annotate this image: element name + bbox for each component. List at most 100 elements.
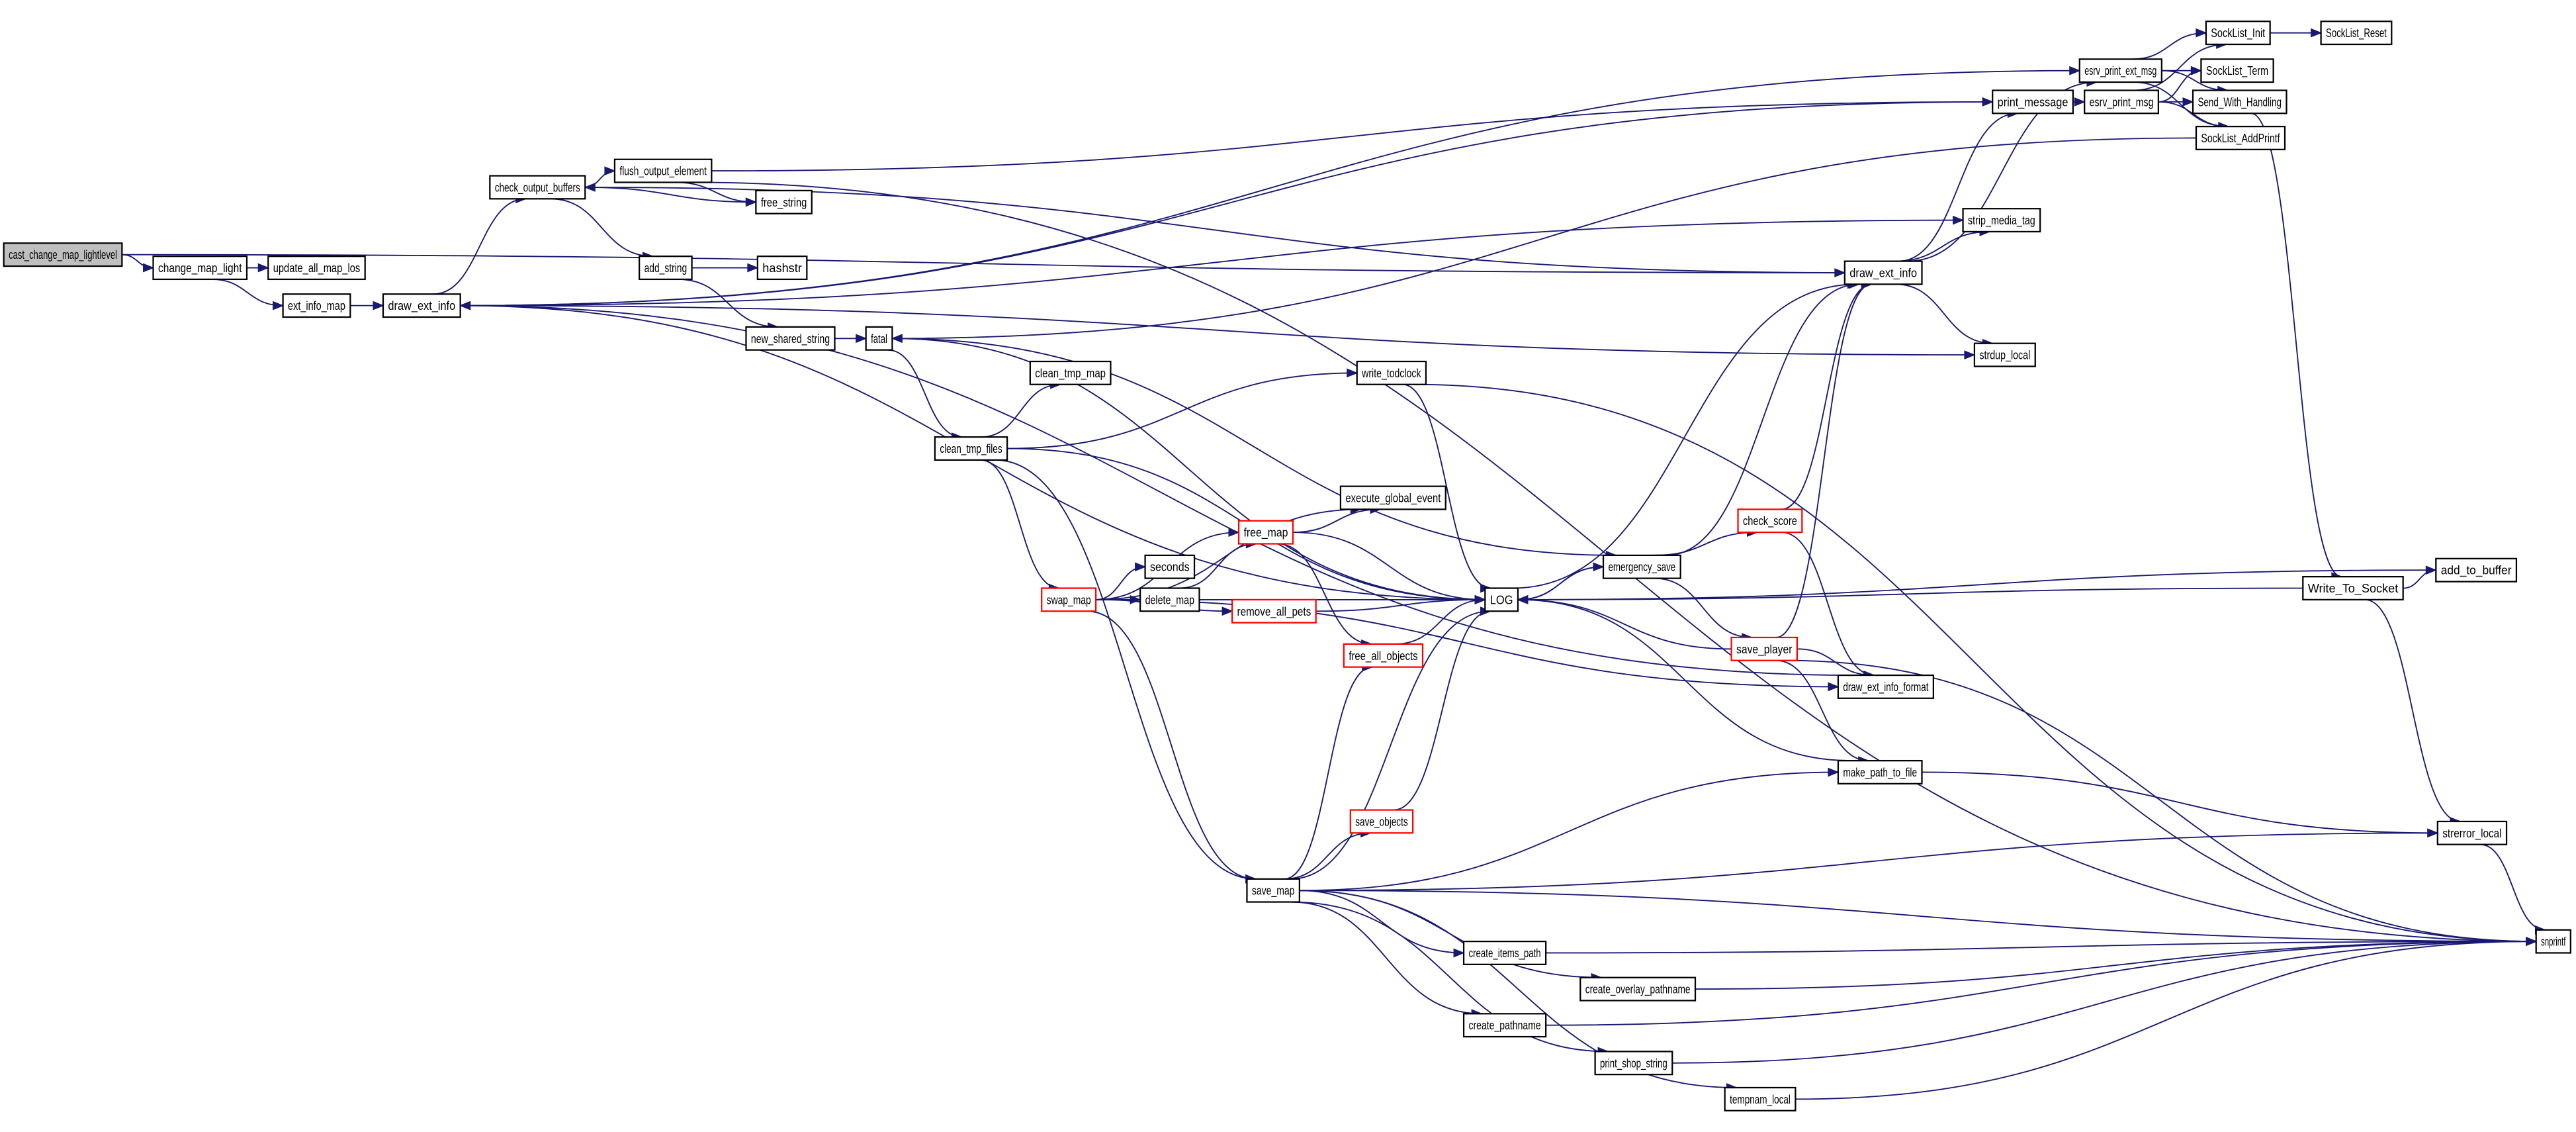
node-socklist-init[interactable]: SockList_Init bbox=[2205, 21, 2271, 46]
node-label: write_todclock bbox=[1361, 366, 1421, 381]
node-create-overlay-pathname[interactable]: create_overlay_pathname bbox=[1579, 976, 1697, 1002]
edge-write_todclock-to-LOG bbox=[1402, 383, 1491, 589]
node-strerror-local[interactable]: strerror_local bbox=[2436, 820, 2508, 845]
node-flush-output-element[interactable]: flush_output_element bbox=[613, 158, 713, 183]
node-label: create_overlay_pathname bbox=[1585, 982, 1691, 997]
node-label: update_all_map_los bbox=[273, 261, 361, 275]
node-box bbox=[1843, 260, 1923, 285]
node-label: clean_tmp_map bbox=[1035, 366, 1106, 381]
node-hashstr[interactable]: hashstr bbox=[756, 256, 808, 281]
edge-free_map-to-execute_global_event bbox=[1292, 508, 1381, 534]
edge-add_string-to-new_shared_string bbox=[678, 278, 778, 328]
node-socklist-addprintf[interactable]: SockList_AddPrintf bbox=[2195, 125, 2286, 150]
node-send-with-handling[interactable]: Send_With_Handling bbox=[2192, 89, 2287, 115]
node-draw-ext-info-r[interactable]: draw_ext_info bbox=[1843, 260, 1923, 285]
node-box bbox=[756, 256, 808, 281]
arrowhead-icon bbox=[1453, 948, 1465, 958]
node-print-shop-string[interactable]: print_shop_string bbox=[1594, 1051, 1673, 1076]
arrowhead-icon bbox=[2182, 97, 2194, 107]
edge-save_map-to-save_objects bbox=[1284, 832, 1371, 880]
node-free-map[interactable]: free_map bbox=[1237, 520, 1294, 545]
edge-swap_map-to-save_map bbox=[1087, 610, 1256, 880]
node-clean-tmp-files[interactable]: clean_tmp_files bbox=[934, 436, 1008, 461]
node-box bbox=[1237, 520, 1294, 545]
node-change-map-light[interactable]: change_map_light bbox=[152, 256, 248, 281]
node-emergency-save[interactable]: emergency_save bbox=[1602, 554, 1681, 579]
node-box bbox=[1962, 208, 2041, 233]
arrowhead-icon bbox=[2196, 28, 2207, 38]
edge-flush_output_element-to-print_message bbox=[711, 101, 1993, 172]
edge-print_shop_string-to-snprintf bbox=[1672, 941, 2536, 1064]
node-label: draw_ext_info bbox=[1849, 265, 1917, 280]
edge-emergency_save-to-save_player bbox=[1654, 577, 1752, 638]
node-label: fatal bbox=[871, 332, 887, 346]
edge-SockList_AddPrintf-to-fatal bbox=[892, 137, 2196, 340]
node-write-to-socket[interactable]: Write_To_Socket bbox=[2302, 576, 2404, 600]
node-remove-all-pets[interactable]: remove_all_pets bbox=[1231, 598, 1317, 624]
node-new-shared-string[interactable]: new_shared_string bbox=[745, 326, 836, 351]
node-create-pathname[interactable]: create_pathname bbox=[1462, 1013, 1547, 1038]
node-socklist-term[interactable]: SockList_Term bbox=[2200, 58, 2274, 83]
edge-draw_ext_info_r-to-check_output_buffers bbox=[585, 187, 1845, 273]
node-save-objects[interactable]: save_objects bbox=[1349, 809, 1414, 834]
node-label: ext_info_map bbox=[288, 299, 345, 313]
node-label: new_shared_string bbox=[751, 332, 830, 346]
node-print-message[interactable]: print_message bbox=[1992, 89, 2074, 115]
node-save-map[interactable]: save_map bbox=[1246, 878, 1300, 903]
node-label: esrv_print_ext_msg bbox=[2084, 64, 2156, 78]
node-box bbox=[1231, 598, 1317, 624]
node-execute-global-event[interactable]: execute_global_event bbox=[1339, 485, 1446, 510]
node-socklist-reset[interactable]: SockList_Reset bbox=[2320, 21, 2393, 46]
node-clean-tmp-map[interactable]: clean_tmp_map bbox=[1029, 360, 1112, 385]
node-box bbox=[934, 436, 1008, 461]
node-cast[interactable]: cast_change_map_lightlevel bbox=[3, 242, 123, 267]
node-tempnam-local[interactable]: tempnam_local bbox=[1724, 1086, 1797, 1111]
node-log[interactable]: LOG bbox=[1484, 587, 1519, 612]
node-strip-media-tag[interactable]: strip_media_tag bbox=[1962, 208, 2041, 233]
node-update-all-map-los[interactable]: update_all_map_los bbox=[267, 256, 366, 281]
node-draw-ext-info-l[interactable]: draw_ext_info bbox=[382, 293, 461, 318]
node-label: free_map bbox=[1243, 526, 1288, 540]
node-create-items-path[interactable]: create_items_path bbox=[1462, 940, 1547, 965]
edge-change_map_light-to-ext_info_map bbox=[211, 278, 283, 307]
node-box bbox=[1579, 976, 1697, 1002]
edge-Write_To_Socket-to-strerror_local bbox=[2364, 598, 2460, 822]
arrowhead-icon bbox=[257, 263, 269, 273]
edge-save_map-to-snprintf bbox=[1299, 890, 2536, 943]
edge-clean_tmp_files-to-swap_map bbox=[981, 459, 1059, 589]
node-label: check_score bbox=[1743, 514, 1797, 528]
node-write-todclock[interactable]: write_todclock bbox=[1356, 360, 1427, 385]
node-label: strip_media_tag bbox=[1968, 213, 2035, 228]
node-swap-map[interactable]: swap_map bbox=[1041, 587, 1097, 612]
edge-Write_To_Socket-to-add_to_buffer bbox=[2403, 569, 2436, 589]
node-esrv-print-ext-msg[interactable]: esrv_print_ext_msg bbox=[2078, 58, 2162, 83]
node-add-string[interactable]: add_string bbox=[639, 256, 693, 281]
arrowhead-icon bbox=[1517, 595, 1529, 604]
node-label: SockList_Term bbox=[2206, 64, 2268, 78]
node-seconds[interactable]: seconds bbox=[1144, 554, 1196, 579]
node-label: draw_ext_info bbox=[388, 299, 455, 313]
node-strdup-local[interactable]: strdup_local bbox=[1973, 342, 2036, 367]
node-label: strerror_local bbox=[2442, 826, 2501, 841]
node-box bbox=[613, 158, 713, 183]
edge-create_pathname-to-snprintf bbox=[1546, 941, 2536, 1026]
arrowhead-icon bbox=[2427, 828, 2439, 838]
node-delete-map[interactable]: delete_map bbox=[1139, 587, 1200, 612]
node-snprintf[interactable]: snprintf bbox=[2535, 929, 2571, 954]
node-check-score[interactable]: check_score bbox=[1737, 508, 1803, 534]
node-ext-info-map[interactable]: ext_info_map bbox=[282, 293, 351, 318]
node-fatal[interactable]: fatal bbox=[865, 326, 893, 351]
node-make-path-to-file[interactable]: make_path_to_file bbox=[1837, 759, 1923, 784]
node-label: clean_tmp_files bbox=[940, 442, 1002, 456]
node-add-to-buffer[interactable]: add_to_buffer bbox=[2435, 557, 2518, 583]
node-free-string[interactable]: free_string bbox=[755, 189, 813, 214]
node-free-all-objects[interactable]: free_all_objects bbox=[1343, 643, 1424, 668]
node-save-player[interactable]: save_player bbox=[1730, 636, 1798, 661]
edge-emergency_save-to-check_score bbox=[1654, 532, 1757, 556]
node-esrv-print-msg[interactable]: esrv_print_msg bbox=[2084, 89, 2160, 115]
node-draw-ext-info-format[interactable]: draw_ext_info_format bbox=[1837, 674, 1934, 699]
node-box bbox=[1462, 1013, 1547, 1038]
node-check-output-buffers[interactable]: check_output_buffers bbox=[489, 175, 586, 200]
node-box bbox=[2320, 21, 2393, 46]
